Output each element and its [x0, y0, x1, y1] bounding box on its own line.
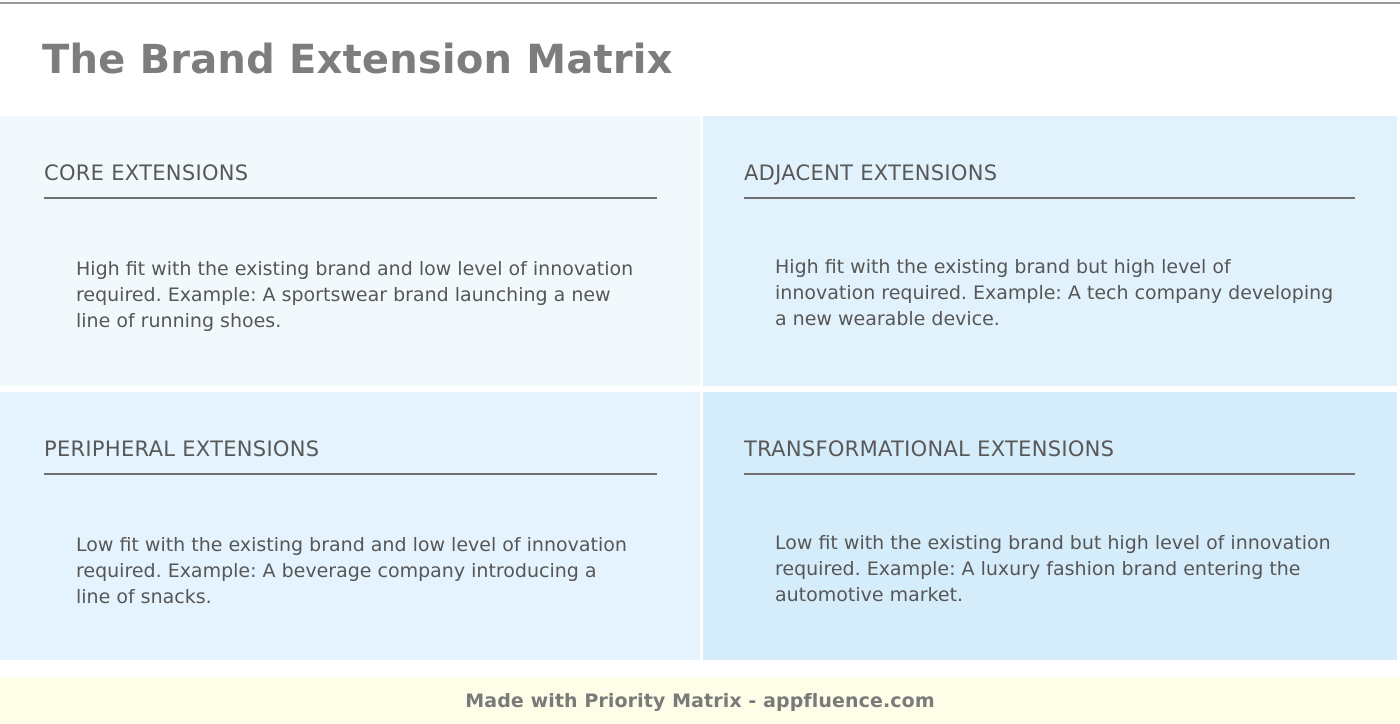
- footer-attribution[interactable]: Made with Priority Matrix - appfluence.c…: [465, 689, 935, 712]
- quadrant-description: Low fit with the existing brand but high…: [775, 532, 1331, 606]
- quadrant-peripheral-extensions[interactable]: PERIPHERAL EXTENSIONS Low fit with the e…: [0, 392, 700, 660]
- quadrant-description: Low fit with the existing brand and low …: [76, 534, 627, 608]
- page-header: The Brand Extension Matrix: [0, 4, 1400, 116]
- quadrant-title: ADJACENT EXTENSIONS: [744, 161, 998, 185]
- quadrant-description: High fit with the existing brand and low…: [76, 258, 634, 332]
- quadrant-header: ADJACENT EXTENSIONS: [703, 116, 1397, 199]
- quadrant-description: High fit with the existing brand but hig…: [775, 256, 1334, 330]
- quadrant-title: PERIPHERAL EXTENSIONS: [44, 437, 320, 461]
- quadrant-header: TRANSFORMATIONAL EXTENSIONS: [703, 392, 1397, 475]
- quadrant-header: PERIPHERAL EXTENSIONS: [0, 392, 700, 475]
- quadrant-title-rule: [744, 197, 1355, 199]
- quadrant-header: CORE EXTENSIONS: [0, 116, 700, 199]
- quadrant-title-rule: [44, 197, 657, 199]
- brand-extension-matrix: CORE EXTENSIONS High fit with the existi…: [0, 116, 1400, 660]
- quadrant-title-rule: [44, 473, 657, 475]
- page-footer: Made with Priority Matrix - appfluence.c…: [0, 677, 1400, 724]
- top-divider-rule: [0, 2, 1400, 4]
- quadrant-core-extensions[interactable]: CORE EXTENSIONS High fit with the existi…: [0, 116, 700, 386]
- quadrant-title-rule: [744, 473, 1355, 475]
- quadrant-title: CORE EXTENSIONS: [44, 161, 249, 185]
- quadrant-title: TRANSFORMATIONAL EXTENSIONS: [744, 437, 1115, 461]
- quadrant-adjacent-extensions[interactable]: ADJACENT EXTENSIONS High fit with the ex…: [703, 116, 1397, 386]
- page-title: The Brand Extension Matrix: [42, 37, 673, 83]
- quadrant-transformational-extensions[interactable]: TRANSFORMATIONAL EXTENSIONS Low fit with…: [703, 392, 1397, 660]
